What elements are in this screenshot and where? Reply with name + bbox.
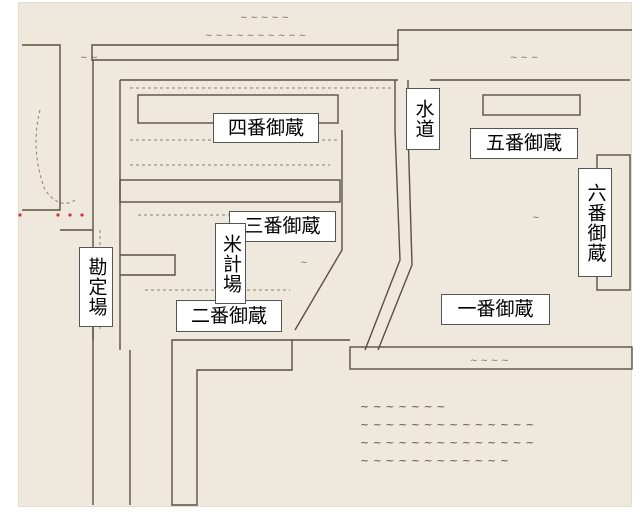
north-wall (91, 44, 399, 61)
water-channel-west (364, 80, 401, 351)
svg-text:~ ~ ~ ~ ~ ~ ~ ~ ~ ~: ~ ~ ~ ~ ~ ~ ~ ~ ~ ~ (205, 31, 306, 41)
rice-weighing-shed (120, 254, 176, 276)
accounting-office-label: 勘定場 (79, 247, 113, 327)
diagonal-wall (294, 130, 343, 331)
storehouse-4-label: 四番御蔵 (213, 113, 319, 143)
storehouse-2-building (171, 339, 293, 506)
storehouse-3-label: 三番御蔵 (229, 211, 336, 242)
storehouse-5-label: 五番御蔵 (470, 128, 578, 159)
storehouse-5-building (482, 94, 581, 116)
storehouse-2-label: 二番御蔵 (176, 300, 282, 332)
svg-text:~ ~ ~ ~ ~ ~ ~: ~ ~ ~ ~ ~ ~ ~ (360, 400, 446, 413)
svg-text:~: ~ (300, 258, 308, 268)
rice-weighing-place-label: 米計場 (215, 223, 246, 304)
svg-text:~: ~ (532, 213, 540, 223)
storehouse-6-label: 六番御蔵 (578, 168, 612, 277)
svg-text:~ ~ ~ ~ ~ ~ ~ ~ ~ ~ ~ ~ ~ ~: ~ ~ ~ ~ ~ ~ ~ ~ ~ ~ ~ ~ ~ ~ (360, 418, 535, 431)
svg-text:~ ~: ~ ~ (80, 53, 98, 63)
site-walls (22, 29, 633, 506)
handwritten-marks: ~ ~ ~ ~ ~ ~ ~ ~ ~ ~ ~ ~ ~ ~ ~ ~ ~ ~ ~ ~ … (80, 13, 540, 366)
west-annex (22, 44, 61, 211)
storehouse-1-building (349, 346, 633, 370)
svg-text:~ ~ ~ ~ ~ ~ ~ ~ ~ ~ ~ ~: ~ ~ ~ ~ ~ ~ ~ ~ ~ ~ ~ ~ (360, 454, 509, 467)
water-supply-label: 水道 (406, 88, 440, 150)
svg-text:~ ~ ~ ~: ~ ~ ~ ~ (470, 356, 509, 366)
storehouse-1-label: 一番御蔵 (441, 294, 550, 325)
storehouse-3-building (119, 179, 341, 203)
svg-text:~ ~ ~: ~ ~ ~ (510, 53, 538, 63)
svg-text:~ ~ ~ ~ ~ ~ ~ ~ ~ ~ ~ ~ ~ ~: ~ ~ ~ ~ ~ ~ ~ ~ ~ ~ ~ ~ ~ ~ (360, 436, 535, 449)
svg-text:~ ~ ~ ~ ~: ~ ~ ~ ~ ~ (240, 13, 289, 23)
red-marks (18, 213, 84, 217)
handwritten-notes: ~ ~ ~ ~ ~ ~ ~ ~ ~ ~ ~ ~ ~ ~ ~ ~ ~ ~ ~ ~ … (360, 400, 535, 467)
north-boundary (397, 29, 632, 45)
